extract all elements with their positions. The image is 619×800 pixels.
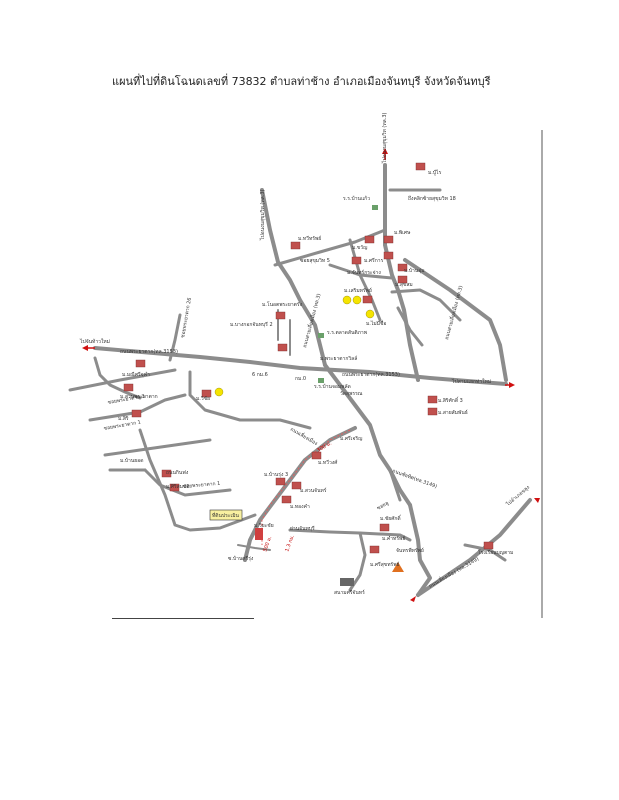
label-road-bypass: ถนนเลี่ยงเมือง: [289, 426, 319, 448]
road-north-soi-2: [396, 306, 424, 347]
arrow-west-icon: [82, 345, 95, 351]
land-plot-icon: [255, 528, 263, 540]
label-mu-suan-chan: ม.สวนจันทร์: [300, 487, 327, 494]
label-mu-si-kan: ม.ศรีการ: [364, 257, 384, 264]
label-mu-chan-nu: ม.จันทร์กระจ่าง: [347, 269, 381, 276]
bottom-divider: [112, 618, 254, 619]
label-mu-ban-um: ม.บ้านอุ่ม: [404, 267, 425, 274]
label-sukhumvit18: ถึงคลิกซ้ายสุขุมวิท 18: [408, 195, 456, 202]
label-soi-ban-si: ซ.บ้านศรีรุ่ง: [228, 555, 254, 562]
label-mu-siri-sombat: ม.ศิริสมบัติ: [166, 483, 190, 490]
road-northwest: [260, 188, 327, 367]
label-mu-bu: ม.บู๊ไร: [428, 169, 442, 176]
label-mu-somsri: ม.สวนพระยาตาก: [120, 394, 158, 400]
road-north-cross-3: [328, 263, 394, 280]
label-soi-lu: ซอยลู: [376, 500, 390, 511]
label-mu-thawi: ม.ทวีทรัพย์: [298, 235, 321, 242]
label-sukhumvit-nw: ไปอนงนสุขุมวิท (ทล.3): [259, 189, 266, 241]
road-west-2: [68, 368, 177, 392]
road-west-phayatak26: [168, 313, 182, 362]
arrow-southwest-icon: [410, 596, 416, 602]
school-flag-icon: [318, 205, 378, 383]
label-mu-ban-yot: ม.บ้านยอด: [120, 457, 143, 464]
stadium-icon: [340, 578, 354, 586]
label-mu-sap: ม.สายสัมพันธ์: [438, 409, 468, 416]
label-stadium: สนามศรีจันทร์: [334, 589, 365, 596]
arrow-east-icon: [505, 382, 515, 388]
arrow-north-icon: [382, 148, 388, 160]
road-west-3: [88, 393, 187, 422]
label-mu-sin-chai: ม.ศรีเจริญ: [340, 435, 362, 442]
label-land-box: ที่ดินประเมิน: [212, 512, 240, 519]
label-chan-sap: จันทรพีทรัพย์: [396, 547, 424, 554]
road-central-south: [323, 363, 412, 507]
label-mu-sawat: ม.เสริมทรัพย์: [344, 287, 372, 294]
road-west-4: [188, 370, 312, 430]
label-mu-sin-song: ม.ไม่มีชื่อ: [366, 320, 386, 327]
road-south-east: [408, 503, 432, 597]
label-sukhumvit-n: ไปอนงนสุขุมวิท (ทล.3): [381, 112, 388, 164]
route-dashed: [261, 429, 351, 545]
road-south-bypass: [243, 426, 357, 562]
label-mu-thong: ม.ทองคำ: [290, 504, 310, 510]
label-yan: ย่านจันทบุรี: [290, 525, 315, 532]
land-marker-box: [209, 509, 243, 521]
label-mu-phayatak-village: ม.พระยาตากวิลล์: [320, 355, 357, 362]
label-road-main-e: ถนนพระยาตาก(ทล.3153): [342, 372, 400, 378]
label-mu-siri: ม.สิริ: [118, 415, 129, 422]
road-land-access: [237, 544, 271, 551]
temple-icon: [392, 562, 404, 572]
label-mu-wi-ya: ม.วิยะชัย: [254, 522, 274, 529]
label-rn-talad: ร.ร.ตลาดสันติภาพ: [327, 329, 367, 336]
label-school-nong: โรงเรียนบุญตาม: [478, 549, 513, 556]
label-road-main-w: ถนนพระยาตาก(ทล.3153): [120, 349, 178, 355]
map-title: แผนที่ไปที่ดินโฉนดเลขที่ 73832 ตำบลท่าช้…: [112, 75, 491, 88]
label-soi5: ซอยสุขุมวิท 5: [300, 257, 330, 264]
road-west-soi2: [138, 428, 257, 532]
label-to-tha-mai: ไปสามแยกท่าใหม่: [451, 378, 491, 385]
label-mu-mani: ม.มณีศรีจุฬา: [122, 371, 150, 378]
road-west-soi1: [103, 438, 212, 457]
label-rn-ban-kaeo: ร.ร.บ้านแก้ว: [343, 195, 370, 202]
yellow-badge-icon: [214, 295, 375, 397]
label-mu-wi-chai: ม.วิชัย: [196, 395, 210, 402]
label-mu-siri3: ม.สิริศักดิ์ 3: [438, 396, 463, 404]
label-mu-suk-som: ม.สุขสม: [395, 282, 413, 288]
label-mu-wiset: ม.พิเศษ: [394, 229, 411, 236]
label-wat: วัดสุพรรณ: [340, 391, 363, 397]
label-sukhumvit-s: ถนนเลี่ยงเมือง (ทล.3149): [428, 555, 481, 589]
label-mu-kham-sap: ม.คำทรัพย์: [382, 535, 405, 542]
label-mu-sin-sap: ม.ศรีสุขทรัพย์: [370, 561, 399, 568]
road-south-cross-4: [463, 543, 507, 562]
label-to-bangkok: ไปจันท้าวใหม่: [79, 338, 110, 345]
road-main-east-west: [93, 346, 508, 386]
road-west-1: [93, 356, 142, 400]
label-soi-phayatak-p: ซอยพระยาตาก 1: [183, 481, 221, 490]
arrow-northeast-icon: [534, 498, 540, 503]
road-north-highway: [383, 163, 420, 382]
label-kin-fong: ถนนกินฟง: [166, 469, 189, 476]
road-east-branch: [403, 258, 508, 382]
road-south-cross-3: [388, 468, 402, 502]
house-icon: [123, 162, 494, 554]
label-kom-0: กม.0: [295, 376, 306, 382]
label-mu-chanthaburi2: ม.บางกอกจันทบุรี 2: [230, 321, 273, 328]
label-mu-niwet: ม.โนอตพระยาตรัง: [262, 301, 303, 308]
label-rn-ban: ร.ร.บ้านจอมพลัด: [314, 383, 351, 390]
label-kom-6: 6 กม.6: [252, 372, 268, 378]
label-phayatak26: ซอยพระยาตาก 26: [180, 297, 193, 338]
label-mu-chan-cha: ม.ชัยศักดิ์: [380, 514, 402, 522]
label-dist-2: 1.3 กม.: [284, 534, 296, 553]
road-north-soi: [390, 288, 462, 322]
road-south-cross-2: [348, 531, 367, 592]
label-mu-ban-rung: ม.บ้านรุ่ง 3: [264, 471, 288, 478]
road-north-cross-2: [348, 238, 382, 322]
label-mu-kwan: ม.ขวัญ: [352, 245, 367, 251]
label-dist-3: 500 ม.: [262, 535, 273, 552]
label-mu-thawi-wong: ม.ทวีวงศ์: [318, 459, 338, 466]
